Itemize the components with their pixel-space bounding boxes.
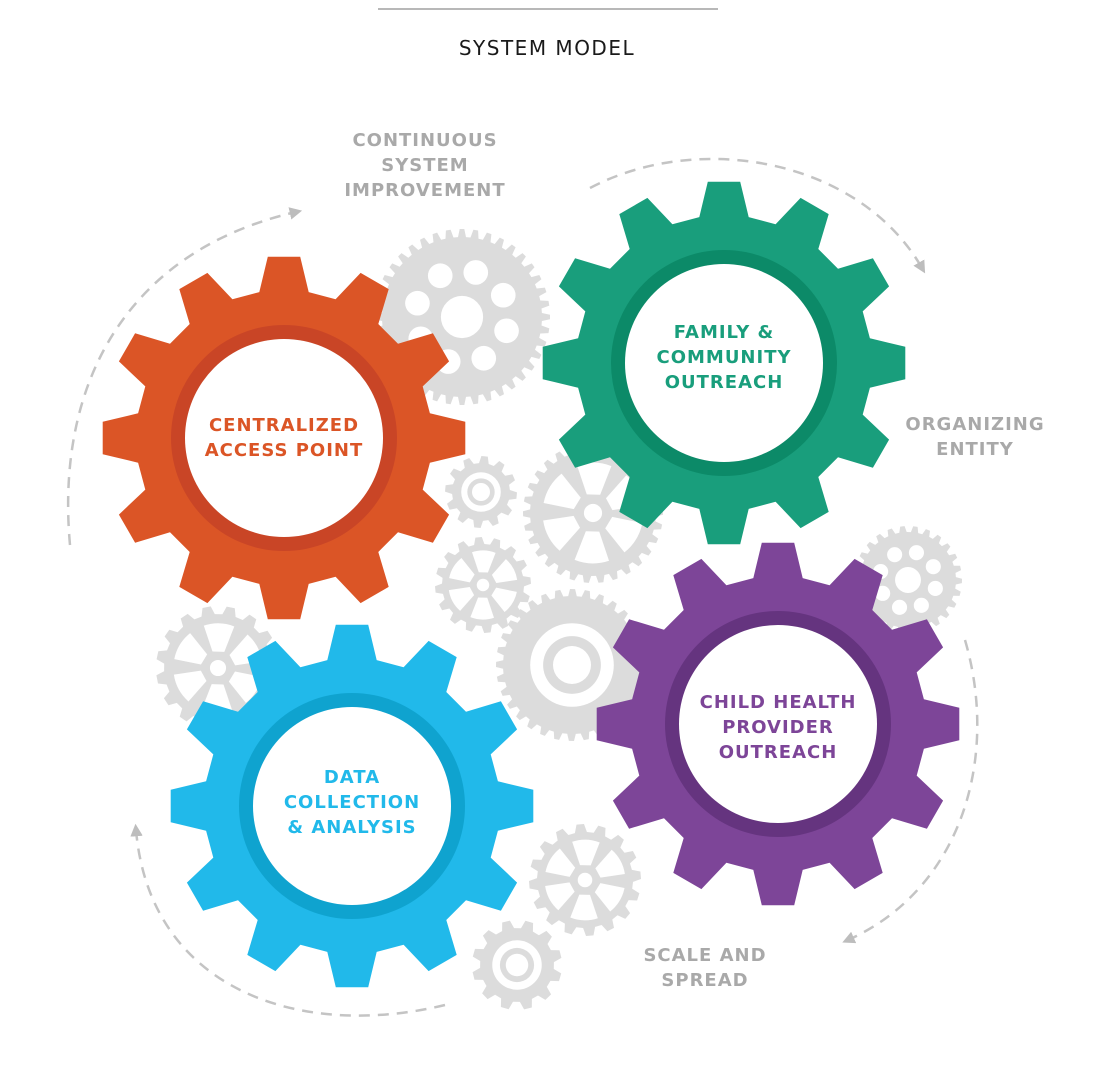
top-divider bbox=[378, 8, 718, 10]
cycle-arrow-bottom bbox=[130, 823, 446, 1017]
small-gear-icon bbox=[496, 589, 648, 741]
small-gear-icon bbox=[854, 526, 962, 634]
page-title: SYSTEM MODEL bbox=[458, 36, 636, 60]
small-gear-icon bbox=[472, 920, 562, 1010]
gear-label-family-community-outreach: FAMILY & COMMUNITY OUTREACH bbox=[656, 322, 792, 393]
small-gear-icon bbox=[523, 443, 663, 583]
cycle-arrow-top bbox=[589, 157, 926, 274]
cycle-arrow-left bbox=[66, 207, 303, 546]
gear-label-centralized-access-point: CENTRALIZED ACCESS POINT bbox=[204, 415, 364, 461]
label-continuous-improvement: CONTINUOUS SYSTEM IMPROVEMENT bbox=[344, 130, 506, 201]
gear-label-child-health-provider-outreach: CHILD HEALTH PROVIDER OUTREACH bbox=[699, 692, 857, 763]
gear-label-data-collection-analysis: DATA COLLECTION & ANALYSIS bbox=[283, 767, 421, 838]
small-gear-icon bbox=[435, 537, 531, 633]
gear-family bbox=[542, 181, 906, 545]
gear-centralized bbox=[102, 256, 466, 620]
small-gear-icon bbox=[529, 824, 641, 936]
cycle-arrow-right bbox=[842, 639, 979, 944]
gear-child bbox=[596, 542, 960, 906]
gear-data bbox=[170, 624, 534, 988]
label-organizing-entity: ORGANIZING ENTITY bbox=[905, 414, 1045, 460]
small-gear-icon bbox=[445, 456, 517, 528]
label-scale-spread: SCALE AND SPREAD bbox=[643, 945, 767, 991]
